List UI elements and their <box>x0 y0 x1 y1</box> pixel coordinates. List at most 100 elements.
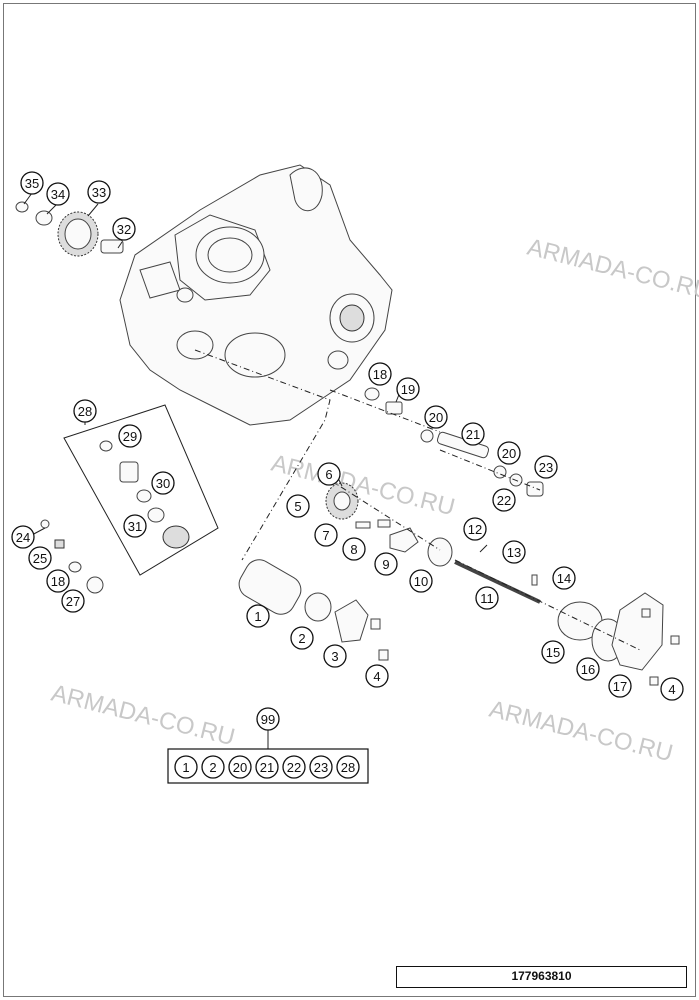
callout-22: 22 <box>492 488 516 512</box>
callout-16: 16 <box>576 657 600 681</box>
callout-label: 34 <box>51 187 65 202</box>
kit-item-label: 23 <box>314 760 328 775</box>
callout-17: 17 <box>608 674 632 698</box>
callout-20: 20 <box>424 405 448 429</box>
callout-2: 2 <box>290 626 314 650</box>
callout-label: 9 <box>382 557 389 572</box>
callout-label: 20 <box>502 446 516 461</box>
callout-15: 15 <box>541 640 565 664</box>
callout-23: 23 <box>534 455 558 479</box>
kit-item-label: 22 <box>287 760 301 775</box>
callout-label: 5 <box>294 499 301 514</box>
callout-label: 2 <box>298 631 305 646</box>
kit-item-label: 28 <box>341 760 355 775</box>
kit-item-28: 28 <box>336 755 360 779</box>
callout-label: 29 <box>123 429 137 444</box>
callout-label: 31 <box>128 519 142 534</box>
drawing-frame <box>3 3 696 997</box>
callout-32: 32 <box>112 217 136 241</box>
callout-11: 11 <box>475 586 499 610</box>
kit-item-22: 22 <box>282 755 306 779</box>
watermark-text: ARMADA-CO.RU <box>49 680 238 752</box>
callout-label: 20 <box>429 410 443 425</box>
callout-label: 19 <box>401 382 415 397</box>
callout-label: 18 <box>51 574 65 589</box>
callout-28: 28 <box>73 399 97 423</box>
kit-item-label: 21 <box>260 760 274 775</box>
callout-1: 1 <box>246 604 270 628</box>
callout-label: 23 <box>539 460 553 475</box>
callout-19: 19 <box>396 377 420 401</box>
callout-20: 20 <box>497 441 521 465</box>
callout-label: 16 <box>581 662 595 677</box>
callout-4: 4 <box>660 677 684 701</box>
callout-label: 6 <box>325 467 332 482</box>
callout-label: 17 <box>613 679 627 694</box>
callout-29: 29 <box>118 424 142 448</box>
kit-item-21: 21 <box>255 755 279 779</box>
callout-label: 99 <box>261 712 275 727</box>
callout-label: 30 <box>156 476 170 491</box>
callout-14: 14 <box>552 566 576 590</box>
callout-label: 27 <box>66 594 80 609</box>
callout-25: 25 <box>28 546 52 570</box>
callout-13: 13 <box>502 540 526 564</box>
callout-label: 21 <box>466 427 480 442</box>
callout-label: 22 <box>497 493 511 508</box>
kit-item-2: 2 <box>201 755 225 779</box>
callout-21: 21 <box>461 422 485 446</box>
callout-6: 6 <box>317 462 341 486</box>
callout-label: 35 <box>25 176 39 191</box>
callout-3: 3 <box>323 644 347 668</box>
callout-8: 8 <box>342 537 366 561</box>
callout-label: 13 <box>507 545 521 560</box>
callout-34: 34 <box>46 182 70 206</box>
callout-99: 99 <box>256 707 280 731</box>
callout-label: 10 <box>414 574 428 589</box>
callout-label: 33 <box>92 185 106 200</box>
callout-7: 7 <box>314 523 338 547</box>
callout-label: 32 <box>117 222 131 237</box>
callout-18: 18 <box>46 569 70 593</box>
callout-35: 35 <box>20 171 44 195</box>
drawing-code: 177963810 <box>396 966 687 988</box>
callout-33: 33 <box>87 180 111 204</box>
kit-item-23: 23 <box>309 755 333 779</box>
callout-30: 30 <box>151 471 175 495</box>
kit-item-label: 1 <box>182 760 189 775</box>
callout-label: 7 <box>322 528 329 543</box>
callout-label: 11 <box>480 591 494 606</box>
kit-item-label: 20 <box>233 760 247 775</box>
callout-27: 27 <box>61 589 85 613</box>
callout-label: 8 <box>350 542 357 557</box>
kit-item-label: 2 <box>209 760 216 775</box>
watermark-text: ARMADA-CO.RU <box>487 696 676 768</box>
parts-illustrations <box>15 201 680 686</box>
callout-label: 3 <box>331 649 338 664</box>
callout-label: 4 <box>668 682 675 697</box>
kit-item-1: 1 <box>174 755 198 779</box>
callout-4: 4 <box>365 664 389 688</box>
callout-label: 1 <box>254 609 261 624</box>
callout-label: 14 <box>557 571 571 586</box>
callout-label: 18 <box>373 367 387 382</box>
kit-box <box>167 748 369 784</box>
callout-label: 28 <box>78 404 92 419</box>
callout-12: 12 <box>463 517 487 541</box>
callout-label: 12 <box>468 522 482 537</box>
callout-5: 5 <box>286 494 310 518</box>
callout-label: 25 <box>33 551 47 566</box>
callout-10: 10 <box>409 569 433 593</box>
leader-lines <box>23 192 641 749</box>
callout-label: 4 <box>373 669 380 684</box>
callout-9: 9 <box>374 552 398 576</box>
callout-31: 31 <box>123 514 147 538</box>
watermark-text: ARMADA-CO.RU <box>525 234 699 306</box>
callout-label: 15 <box>546 645 560 660</box>
crankcase-illustration <box>119 164 393 426</box>
callout-label: 24 <box>16 530 30 545</box>
callout-18: 18 <box>368 362 392 386</box>
callout-24: 24 <box>11 525 35 549</box>
